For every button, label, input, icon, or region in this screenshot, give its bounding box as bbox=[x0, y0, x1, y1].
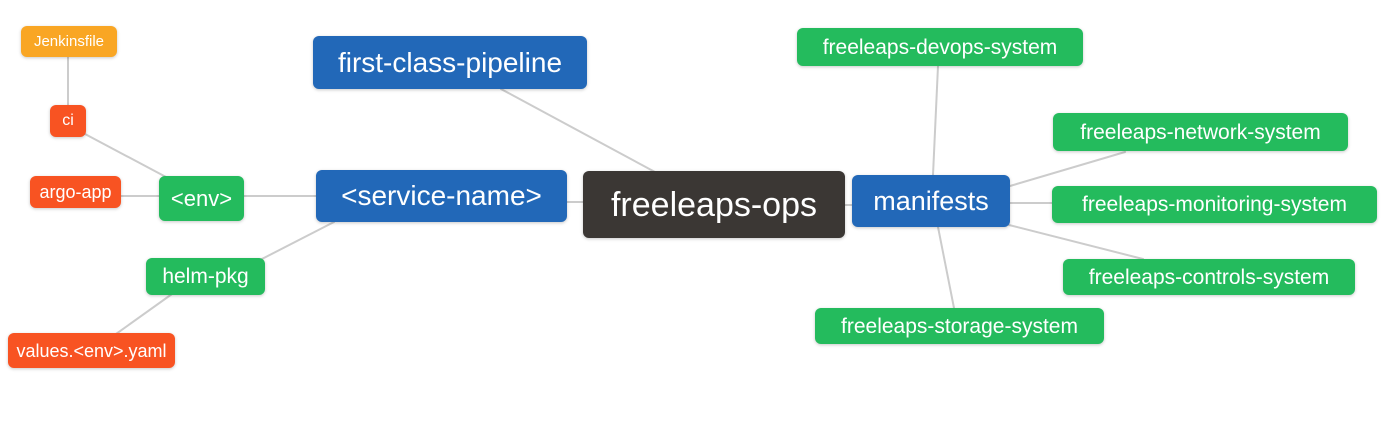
node-service-name[interactable]: <service-name> bbox=[316, 170, 567, 222]
edge-manifests--freeleaps-storage-system bbox=[937, 226, 955, 309]
node-jenkinsfile[interactable]: Jenkinsfile bbox=[21, 26, 117, 57]
edge-service-name--helm-pkg bbox=[257, 221, 335, 262]
node-freeleaps-monitoring-system[interactable]: freeleaps-monitoring-system bbox=[1052, 186, 1377, 223]
node-ci[interactable]: ci bbox=[50, 105, 86, 137]
node-helm-pkg[interactable]: helm-pkg bbox=[146, 258, 265, 295]
node-manifests[interactable]: manifests bbox=[852, 175, 1010, 227]
node-freeleaps-ops[interactable]: freeleaps-ops bbox=[583, 171, 845, 238]
node-env[interactable]: <env> bbox=[159, 176, 244, 221]
edge-manifests--freeleaps-controls-system bbox=[1008, 224, 1144, 260]
node-values-env-yaml[interactable]: values.<env>.yaml bbox=[8, 333, 175, 368]
edge-ci--env bbox=[84, 133, 167, 178]
node-freeleaps-devops-system[interactable]: freeleaps-devops-system bbox=[797, 28, 1083, 66]
node-freeleaps-storage-system[interactable]: freeleaps-storage-system bbox=[815, 308, 1104, 344]
edge-helm-pkg--values-env-yaml bbox=[115, 293, 173, 335]
node-freeleaps-network-system[interactable]: freeleaps-network-system bbox=[1053, 113, 1348, 151]
edge-manifests--freeleaps-devops-system bbox=[932, 65, 939, 176]
node-first-class-pipeline[interactable]: first-class-pipeline bbox=[313, 36, 587, 89]
node-argo-app[interactable]: argo-app bbox=[30, 176, 121, 208]
node-freeleaps-controls-system[interactable]: freeleaps-controls-system bbox=[1063, 259, 1355, 295]
edge-manifests--freeleaps-network-system bbox=[1009, 151, 1126, 187]
edge-first-class-pipeline--freeleaps-ops bbox=[500, 88, 656, 173]
